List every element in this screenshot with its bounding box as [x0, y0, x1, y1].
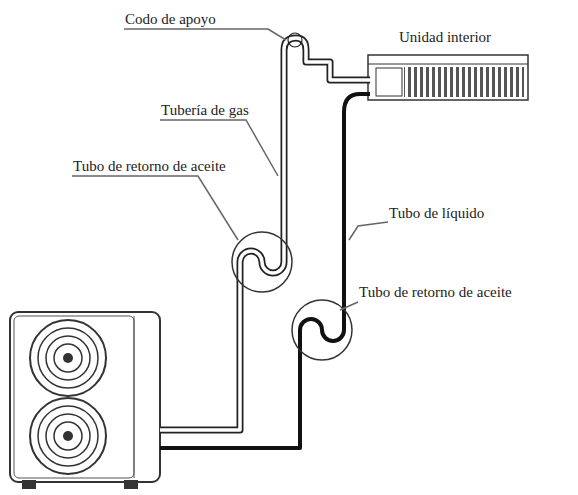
outdoor-unit: [10, 312, 160, 489]
part-label: Codo de apoyo: [124, 10, 217, 28]
part-label: Tubo de líquido: [388, 204, 485, 222]
trap-circle: [232, 232, 292, 292]
indoor-unit: [368, 55, 528, 100]
part-label: Tubo de retorno de aceite: [72, 157, 227, 175]
part-label: Tubo de retorno de aceite: [358, 283, 513, 301]
part-label: Tubería de gas: [160, 101, 250, 119]
gas-pipe: [160, 33, 370, 430]
liquid-pipe: [160, 94, 370, 448]
part-label: Unidad interior: [398, 28, 492, 46]
leader-lines: [72, 29, 388, 310]
